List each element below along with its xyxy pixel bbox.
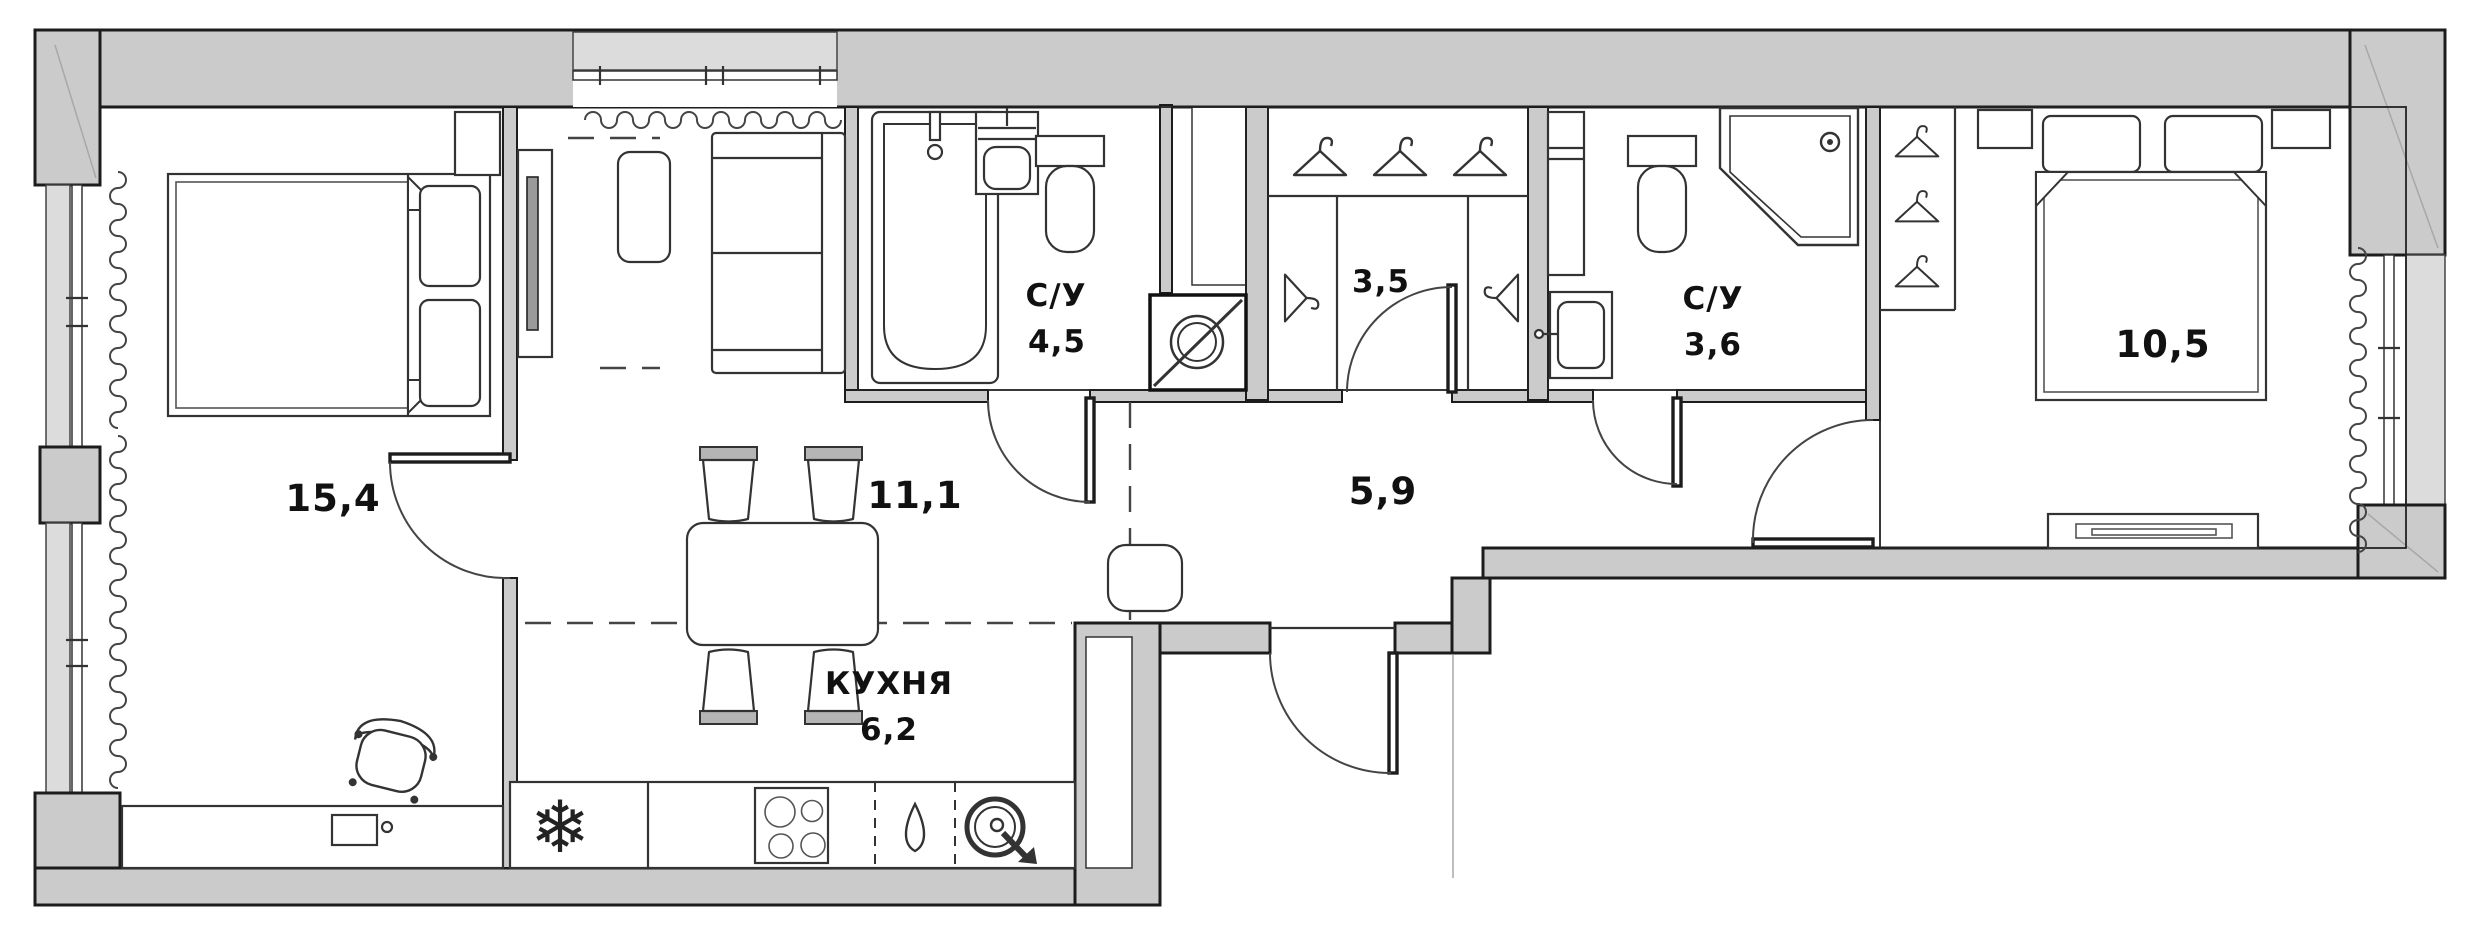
hanger-icon <box>1894 255 1940 288</box>
wall-bath1-niche <box>1159 104 1173 294</box>
pillow <box>2163 114 2264 174</box>
bathroom-1-fixtures <box>870 108 1248 392</box>
cabinet-bath2 <box>1546 110 1586 277</box>
bed-2 <box>2034 114 2268 402</box>
kitchen-sink-small <box>904 801 926 853</box>
radiator-left-bottom <box>109 435 127 789</box>
kitchen-counter: ❄ <box>508 780 1077 870</box>
label-living-area: 11,1 <box>867 474 962 517</box>
hanger-icon <box>1483 273 1520 323</box>
label-kitchen-area: 6,2 <box>860 712 918 748</box>
desk <box>120 804 505 870</box>
door-entry <box>1269 626 1399 775</box>
closet-column <box>1880 107 1957 312</box>
sink-bath1 <box>974 108 1040 196</box>
wardrobe-fittings <box>1268 136 1528 390</box>
bed-main <box>166 172 492 418</box>
sink-bath2 <box>1533 290 1614 380</box>
nightstand <box>2270 108 2332 150</box>
wall-bedroom2-west <box>1865 106 1881 421</box>
label-hallway-area: 5,9 <box>1349 470 1418 513</box>
label-bathroom-2-area: 3,6 <box>1684 327 1742 363</box>
door-bathroom-2 <box>1592 396 1683 488</box>
label-bathroom-2: С/У <box>1683 281 1744 317</box>
hanger-icon <box>1292 136 1348 177</box>
hanger-icon <box>1283 273 1320 323</box>
wall-bath1-east <box>1245 106 1269 401</box>
room-labels: 15,4 11,1 С/У 4,5 3,5 5,9 С/У 3,6 10,5 К… <box>285 264 2210 748</box>
label-bathroom-1: С/У <box>1026 278 1087 314</box>
bathtub <box>870 110 1000 385</box>
tv-console <box>2046 512 2260 550</box>
kitchen-sink <box>964 796 1037 864</box>
wall-wardrobe-east <box>1527 106 1549 401</box>
radiator-left-top <box>109 171 127 429</box>
sofa <box>710 131 847 375</box>
nightstand <box>453 110 502 177</box>
stool <box>348 718 438 804</box>
pouf <box>1106 543 1184 613</box>
door-bedroom-main <box>388 452 512 580</box>
hanger-icon <box>1452 136 1508 177</box>
balcony-window <box>572 31 838 107</box>
doors <box>388 283 1875 775</box>
outer-walls <box>33 28 2447 907</box>
left-window-top <box>45 184 88 448</box>
corner-shower <box>1718 106 1860 247</box>
label-bathroom-1-area: 4,5 <box>1028 324 1086 360</box>
fridge-icon: ❄ <box>530 785 590 869</box>
label-bedroom-2-area: 10,5 <box>2115 323 2210 366</box>
bedroom-2-furniture <box>1880 107 2332 550</box>
tv-unit <box>516 148 554 359</box>
wall-bath1-west <box>844 106 859 391</box>
tv-on-desk <box>330 813 394 847</box>
nightstand <box>1976 108 2034 150</box>
door-wardrobe <box>1346 283 1458 394</box>
hanger-icon <box>1894 125 1940 158</box>
stove <box>753 786 830 865</box>
radiators <box>109 111 2367 789</box>
curtain-wave <box>584 111 842 129</box>
hanger-icon <box>1894 190 1940 223</box>
washing-machine <box>1148 293 1248 392</box>
right-window <box>2378 254 2446 506</box>
pillow <box>418 184 482 288</box>
left-window-bottom <box>45 522 88 794</box>
wall-bedroom-main <box>502 106 518 461</box>
side-table <box>616 150 672 264</box>
pillow <box>2041 114 2142 174</box>
bathroom-2-fixtures <box>1533 106 1860 380</box>
dining-set <box>685 445 880 726</box>
duct-shaft-kitchen <box>1085 636 1133 869</box>
door-bedroom-2 <box>1751 419 1875 549</box>
label-bedroom-main-area: 15,4 <box>285 477 380 520</box>
toilet-bath1 <box>1034 134 1106 254</box>
living-room-furniture <box>516 131 880 726</box>
bedroom-main-furniture <box>120 110 505 870</box>
label-wardrobe-area: 3,5 <box>1352 264 1410 300</box>
left-pier <box>38 445 102 525</box>
dining-table <box>685 521 880 647</box>
label-kitchen: КУХНЯ <box>825 666 953 702</box>
radiator-right <box>2349 247 2367 553</box>
hanger-icon <box>1372 136 1428 177</box>
door-bathroom-1 <box>987 396 1096 504</box>
toilet-bath2 <box>1626 134 1698 254</box>
pillow <box>418 298 482 408</box>
duct-shaft-bath1 <box>1191 106 1247 286</box>
